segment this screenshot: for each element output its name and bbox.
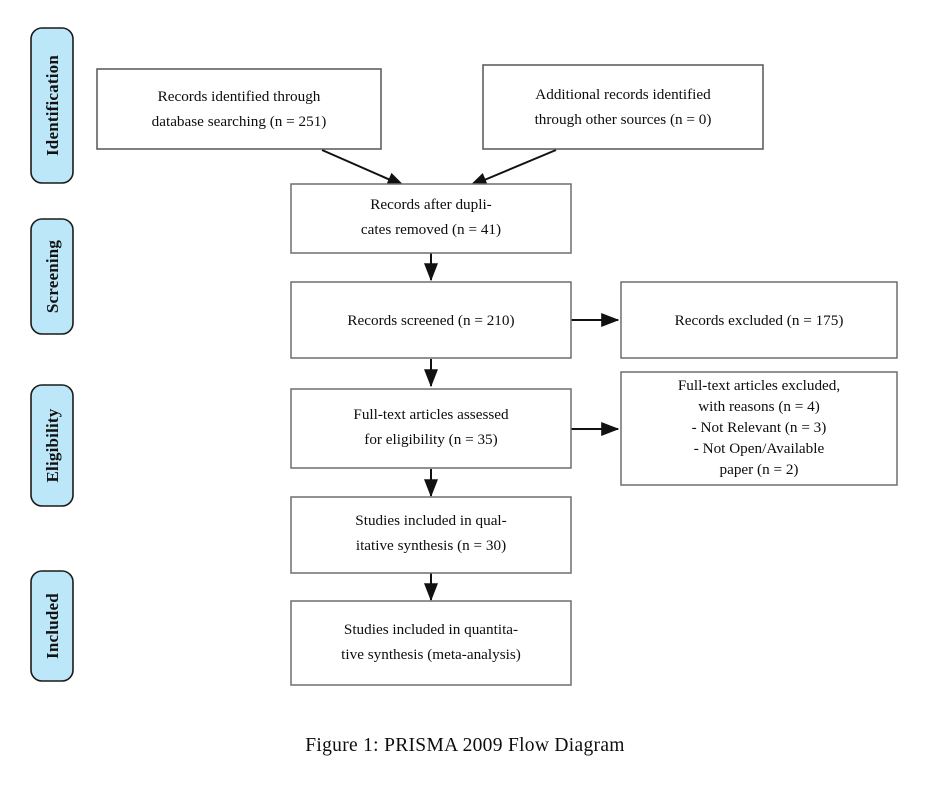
box-studies-included-quantitative: Studies included in quantita- tive synth… <box>290 600 572 686</box>
box-full-text-excluded-line-1: Full-text articles excluded, <box>678 377 840 394</box>
box-full-text-articles-excluded-with-reasons-shape <box>620 371 898 486</box>
box-studies-included-quantitative-shape <box>290 600 572 686</box>
box-full-text-excluded-line-4: - Not Open/Available <box>694 440 825 457</box>
stage-pill-included-shape <box>30 570 74 682</box>
stage-pill-identification-label: Identification <box>43 55 62 156</box>
box-additional-records-other-sources: Additional records identified through ot… <box>482 64 764 150</box>
box-additional-records-other-sources-line-2: through other sources (n = 0) <box>535 111 712 128</box>
arrow-database-to-duplicates <box>321 149 406 187</box>
box-studies-included-qualitative-shape <box>290 496 572 574</box>
box-additional-records-other-sources-line-1: Additional records identified <box>535 86 711 103</box>
box-studies-included-quantitative-line-1: Studies included in quantita- <box>344 621 518 638</box>
stage-pill-included: Included <box>30 570 74 682</box>
figure-caption: Figure 1: PRISMA 2009 Flow Diagram <box>305 735 625 756</box>
box-records-identified-database-line-1: Records identified through <box>158 88 321 105</box>
box-full-text-articles-excluded-with-reasons: Full-text articles excluded, with reason… <box>620 371 898 486</box>
box-records-after-duplicates-removed-shape <box>290 183 572 254</box>
box-full-text-articles-assessed-shape <box>290 388 572 469</box>
box-full-text-excluded-line-5: paper (n = 2) <box>720 461 799 478</box>
stage-pill-screening: Screening <box>30 218 74 335</box>
stage-pill-screening-label: Screening <box>43 240 62 314</box>
box-full-text-articles-assessed-line-2: for eligibility (n = 35) <box>364 431 497 448</box>
box-records-after-duplicates-removed-line-2: cates removed (n = 41) <box>361 221 501 238</box>
stage-pill-screening-shape <box>30 218 74 335</box>
arrow-other-sources-to-duplicates <box>468 149 557 187</box>
box-full-text-excluded-line-3: - Not Relevant (n = 3) <box>692 419 827 436</box>
box-records-screened-shape <box>290 281 572 359</box>
box-full-text-excluded-line-2: with reasons (n = 4) <box>698 398 820 415</box>
box-studies-included-qualitative-line-2: itative synthesis (n = 30) <box>356 537 506 554</box>
box-records-identified-database-shape <box>96 68 382 150</box>
box-full-text-articles-assessed-line-1: Full-text articles assessed <box>353 406 509 423</box>
box-studies-included-qualitative: Studies included in qual- itative synthe… <box>290 496 572 574</box>
box-records-excluded: Records excluded (n = 175) <box>620 281 898 359</box>
stage-pill-eligibility-shape <box>30 384 74 507</box>
stage-pill-included-label: Included <box>43 593 62 659</box>
box-records-after-duplicates-removed: Records after dupli- cates removed (n = … <box>290 183 572 254</box>
box-records-excluded-shape <box>620 281 898 359</box>
box-full-text-articles-assessed: Full-text articles assessed for eligibil… <box>290 388 572 469</box>
stage-pill-identification-shape <box>30 27 74 184</box>
box-records-identified-database: Records identified through database sear… <box>96 68 382 150</box>
stage-pill-eligibility: Eligibility <box>30 384 74 507</box>
box-records-screened-line-1: Records screened (n = 210) <box>347 312 514 329</box>
box-studies-included-qualitative-line-1: Studies included in qual- <box>355 512 506 529</box>
box-records-excluded-line-1: Records excluded (n = 175) <box>675 312 844 329</box>
box-studies-included-quantitative-line-2: tive synthesis (meta-analysis) <box>341 646 521 663</box>
box-additional-records-other-sources-shape <box>482 64 764 150</box>
box-records-screened: Records screened (n = 210) <box>290 281 572 359</box>
stage-pill-eligibility-label: Eligibility <box>43 408 62 482</box>
box-records-after-duplicates-removed-line-1: Records after dupli- <box>370 196 491 213</box>
stage-pill-identification: Identification <box>30 27 74 184</box>
box-records-identified-database-line-2: database searching (n = 251) <box>152 113 327 130</box>
